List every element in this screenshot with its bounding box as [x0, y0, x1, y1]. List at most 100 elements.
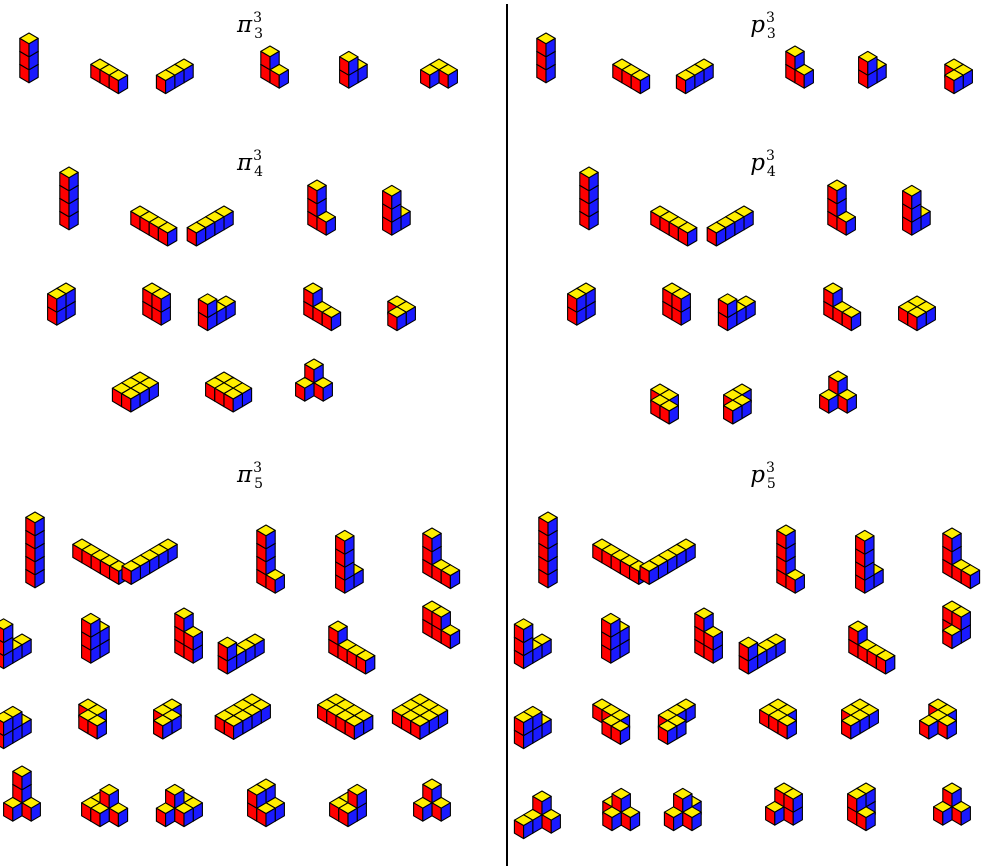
- cube-right-face: [774, 806, 785, 826]
- cube: [942, 527, 962, 553]
- polycube-p5-78: [841, 698, 879, 740]
- cube-right-face: [174, 789, 185, 809]
- polycube-pi4-16: [382, 184, 411, 236]
- polycube-p4-31: [662, 282, 691, 326]
- cube: [620, 806, 641, 832]
- cube: [828, 370, 848, 396]
- cube-right-face: [951, 787, 962, 808]
- polycube-p5-68: [513, 618, 552, 670]
- polycube-pi5-57: [81, 783, 129, 828]
- cube-right-face: [857, 625, 868, 646]
- cube: [47, 287, 67, 313]
- cube-right-face: [960, 611, 971, 631]
- polycube-pi4-20: [303, 282, 342, 332]
- cube-right-face: [313, 363, 324, 384]
- polycube-pi5-50: [0, 705, 32, 750]
- cube-right-face: [850, 720, 861, 740]
- cube-right-face: [265, 807, 276, 828]
- cube-right-face: [330, 311, 342, 332]
- cube: [223, 387, 243, 413]
- cube-right-face: [610, 618, 621, 638]
- cube: [819, 388, 839, 414]
- cube-right-face: [576, 293, 587, 313]
- cube: [536, 32, 556, 58]
- polycube-p4-27: [706, 205, 754, 247]
- section-label-p4: p34: [750, 148, 776, 180]
- cube: [344, 715, 365, 740]
- cube: [303, 282, 323, 308]
- cube-right-face: [732, 405, 743, 425]
- cube: [841, 714, 861, 740]
- cube-right-face: [183, 612, 194, 633]
- cube-right-face: [786, 720, 797, 740]
- cube-right-face: [396, 311, 407, 332]
- cube-right-face: [747, 642, 759, 662]
- cube-right-face: [588, 171, 599, 192]
- cube: [382, 184, 402, 210]
- cube: [848, 620, 868, 646]
- polycube-pi4-24: [295, 358, 333, 402]
- cube: [338, 802, 358, 828]
- cube: [677, 221, 698, 247]
- cube-right-face: [160, 293, 171, 313]
- cube: [328, 620, 348, 646]
- polycube-pi5-39: [72, 538, 129, 585]
- cube-right-face: [865, 811, 876, 832]
- polycube-p4-32: [717, 293, 756, 332]
- cube-right-face: [668, 405, 679, 425]
- cube: [706, 221, 727, 247]
- cube: [87, 714, 107, 740]
- cube-right-face: [942, 806, 953, 826]
- cube-right-face: [130, 565, 141, 585]
- cube-right-face: [130, 393, 141, 413]
- polycube-p5-66: [855, 529, 884, 594]
- cube: [532, 790, 552, 816]
- cube-right-face: [523, 716, 534, 737]
- polycube-pi3-4: [339, 50, 368, 89]
- cube-right-face: [68, 171, 79, 192]
- polycube-p5-82: [663, 787, 702, 832]
- cube-right-face: [715, 227, 727, 247]
- cube: [260, 45, 280, 71]
- cube-right-face: [183, 807, 194, 828]
- cube-right-face: [785, 529, 796, 550]
- polycube-p4-28: [827, 179, 856, 236]
- cube-right-face: [344, 535, 355, 555]
- cube-right-face: [233, 720, 244, 740]
- cube: [355, 649, 376, 675]
- cube: [610, 720, 631, 745]
- cube-right-face: [864, 535, 875, 555]
- cube-right-face: [274, 574, 285, 594]
- polycube-p5-77: [759, 698, 797, 740]
- cube-right-face: [687, 227, 698, 247]
- cube: [538, 511, 558, 537]
- cube: [12, 765, 32, 791]
- cube: [247, 783, 267, 809]
- polycube-pi5-44: [0, 618, 32, 670]
- section-label-pi5: π35: [237, 460, 263, 492]
- cube: [347, 783, 367, 809]
- polycube-p4-26: [650, 205, 698, 247]
- cube: [513, 814, 534, 840]
- cube: [919, 714, 939, 740]
- cube-right-face: [691, 811, 702, 832]
- polycube-p5-72: [848, 620, 896, 675]
- cube-right-face: [639, 74, 651, 95]
- cube-right-face: [803, 69, 814, 89]
- cube: [59, 166, 79, 192]
- cube-right-face: [946, 720, 957, 740]
- cube: [197, 293, 218, 319]
- polycube-p5-80: [513, 790, 561, 840]
- cube: [513, 618, 534, 644]
- section-label-p3: p33: [750, 10, 776, 42]
- cube-right-face: [629, 811, 641, 832]
- cube: [174, 607, 194, 633]
- polycube-pi5-53: [214, 693, 271, 740]
- polycube-pi5-38: [25, 511, 45, 589]
- cube-right-face: [356, 789, 367, 809]
- cube-right-face: [195, 227, 207, 247]
- cube-right-face: [611, 811, 622, 832]
- polycube-pi5-60: [329, 783, 367, 828]
- cube: [420, 63, 440, 89]
